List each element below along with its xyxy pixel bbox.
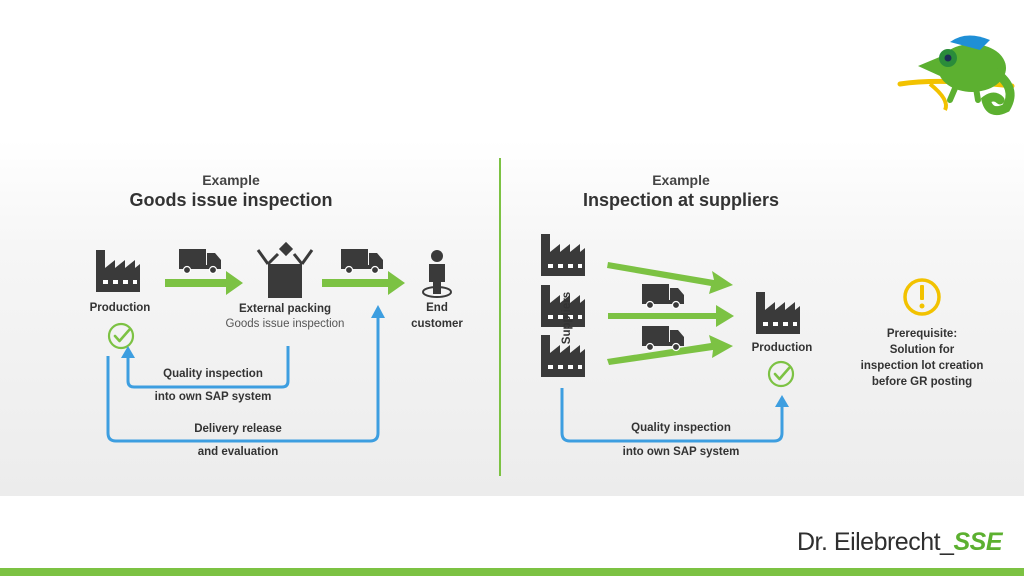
quality-inspection-loop-right <box>560 388 784 443</box>
right-qi-label-1: Quality inspection <box>631 422 731 434</box>
production-check-icon-right <box>767 360 795 388</box>
customer-person-icon <box>422 250 452 298</box>
production-label-right: Production <box>751 342 813 354</box>
content-band <box>0 140 1024 496</box>
company-logo: Dr. Eilebrecht_SSE <box>797 528 1002 557</box>
warning-icon <box>903 278 941 316</box>
supplier-factory-icon-1 <box>541 234 585 276</box>
suppliers-label: Suppliers <box>561 291 573 345</box>
prerequisite-text-2: inspection lot creation <box>860 360 984 372</box>
flow-arrow-2 <box>322 271 405 295</box>
right-qi-label-2: into own SAP system <box>622 446 740 458</box>
truck-icon-3 <box>641 283 685 310</box>
right-title: Inspection at suppliers <box>582 190 780 210</box>
supplier-arrow-1 <box>607 262 733 294</box>
truck-icon-2 <box>340 248 384 275</box>
blue-arrowhead-1 <box>121 346 135 358</box>
truck-icon-4 <box>641 325 685 352</box>
blue-arrowhead-3 <box>775 395 789 407</box>
production-label: Production <box>89 302 151 314</box>
prerequisite-text-1: Solution for <box>889 344 955 356</box>
left-qi-label-1: Quality inspection <box>163 368 263 380</box>
prerequisite-label: Prerequisite: <box>886 328 958 340</box>
supplier-arrow-3 <box>607 335 733 365</box>
open-box-icon <box>256 241 314 298</box>
end-customer-label-1: End <box>426 302 448 314</box>
section-divider <box>499 158 501 476</box>
production-check-icon <box>107 322 135 350</box>
right-example-label: Example <box>652 172 710 188</box>
production-factory-icon <box>96 250 140 292</box>
logo-brand: Dr. Eilebrecht_ <box>797 528 954 556</box>
left-title: Goods issue inspection <box>129 190 333 210</box>
blue-arrowhead-2 <box>371 305 385 318</box>
prerequisite-text-3: before GR posting <box>871 376 973 388</box>
logo-accent: SSE <box>953 528 1002 556</box>
chameleon-mascot-icon <box>897 35 1015 116</box>
left-example-label: Example <box>202 172 260 188</box>
truck-icon-1 <box>178 248 222 275</box>
bottom-accent-bar <box>0 568 1024 576</box>
quality-inspection-loop-left <box>126 346 290 389</box>
packing-sublabel: Goods issue inspection <box>225 318 345 330</box>
delivery-release-label-1: Delivery release <box>194 423 282 435</box>
delivery-release-label-2: and evaluation <box>197 446 279 458</box>
packing-label: External packing <box>238 303 332 315</box>
end-customer-label-2: customer <box>411 318 463 330</box>
delivery-release-loop <box>106 318 380 443</box>
left-qi-label-2: into own SAP system <box>154 391 272 403</box>
production-factory-icon-right <box>756 292 800 334</box>
flow-arrow-1 <box>165 271 243 295</box>
supplier-arrow-2 <box>608 305 734 327</box>
